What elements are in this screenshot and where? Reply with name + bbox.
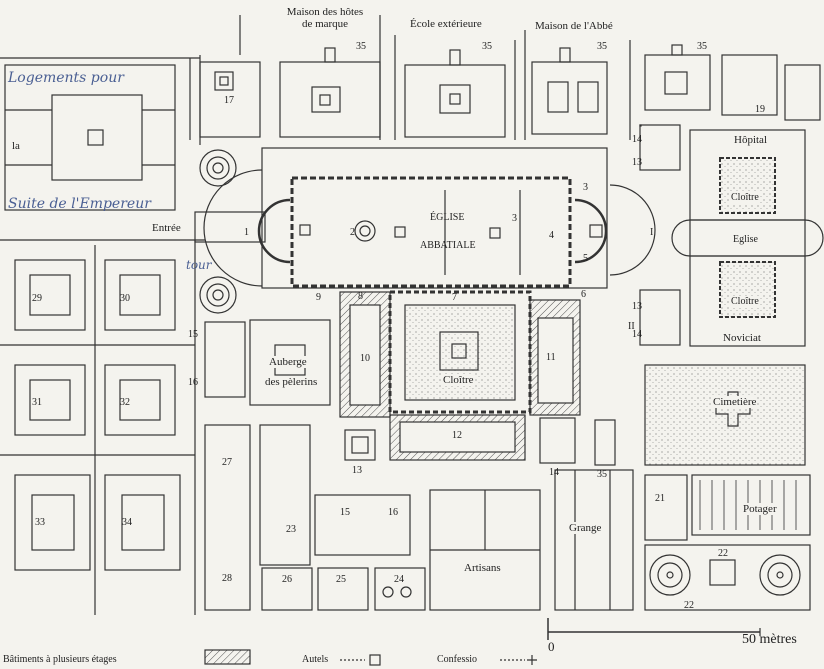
num-4: 4: [549, 230, 554, 241]
num-14: 14: [632, 134, 642, 145]
num-15: 15: [340, 507, 350, 518]
scale-fifty: 50 mètres: [742, 632, 797, 647]
num-13: 13: [632, 157, 642, 168]
label-maison-hotes: Maison des hôtes de marque: [286, 6, 364, 30]
num-5: 5: [583, 253, 588, 264]
num-34: 34: [122, 517, 132, 528]
num-35: 35: [697, 41, 707, 52]
label-ecole: École extérieure: [410, 18, 482, 30]
label-cloitre-main: Cloître: [442, 374, 475, 386]
label-cloitre-hopital: Cloître: [730, 192, 760, 204]
num-16: 16: [188, 377, 198, 388]
num-2: 2: [350, 227, 355, 238]
num-35: 35: [597, 469, 607, 480]
num-35: 35: [597, 41, 607, 52]
num-26: 26: [282, 574, 292, 585]
num-33: 33: [35, 517, 45, 528]
num-1: 1: [244, 227, 249, 238]
label-tour: tour: [186, 258, 212, 272]
label-potager: Potager: [742, 503, 778, 515]
num-22: 22: [718, 548, 728, 559]
num-21: 21: [655, 493, 665, 504]
label-eglise-east: Eglise: [732, 234, 759, 246]
scale-zero: 0: [548, 639, 555, 654]
num-35: 35: [482, 41, 492, 52]
num-24: 24: [394, 574, 404, 585]
num-23: 23: [286, 524, 296, 535]
num-14: 14: [632, 329, 642, 340]
label-entree: Entrée: [152, 222, 181, 234]
label-la: la: [12, 140, 20, 152]
num-9: 9: [316, 292, 321, 303]
num-13: 13: [632, 301, 642, 312]
num-12: 12: [452, 430, 462, 441]
num-10: 10: [360, 353, 370, 364]
label-hopital: Hôpital: [733, 134, 768, 146]
num-6: 6: [581, 289, 586, 300]
num-35: 35: [356, 41, 366, 52]
num-I: I: [650, 227, 654, 238]
legend-etages: Bâtiments à plusieurs étages: [3, 654, 117, 665]
num-II: II: [628, 321, 635, 332]
num-11: 11: [546, 352, 556, 363]
label-eglise-2: ABBATIALE: [420, 240, 476, 251]
num-31: 31: [32, 397, 42, 408]
num-7: 7: [452, 292, 457, 303]
label-maison-abbe: Maison de l'Abbé: [535, 20, 613, 32]
label-cloitre-noviciat: Cloître: [730, 296, 760, 308]
num-19: 19: [755, 104, 765, 115]
num-13: 13: [352, 465, 362, 476]
num-3: 3: [583, 182, 588, 193]
num-3: 3: [512, 213, 517, 224]
num-15: 15: [188, 329, 198, 340]
legend-confessio: Confessio: [437, 654, 477, 665]
label-logements-line2: Suite de l'Empereur: [8, 196, 151, 212]
num-25: 25: [336, 574, 346, 585]
num-32: 32: [120, 397, 130, 408]
label-grange: Grange: [568, 522, 603, 534]
num-28: 28: [222, 573, 232, 584]
num-16: 16: [388, 507, 398, 518]
num-14: 14: [549, 467, 559, 478]
num-29: 29: [32, 293, 42, 304]
label-auberge-1: Auberge: [268, 356, 308, 368]
legend-autels: Autels: [302, 654, 329, 665]
label-logements-line1: Logements pour: [8, 70, 124, 86]
num-27: 27: [222, 457, 232, 468]
num-8: 8: [358, 291, 363, 302]
label-artisans: Artisans: [463, 562, 502, 574]
label-cimetiere: Cimetière: [712, 396, 758, 408]
num-30: 30: [120, 293, 130, 304]
num-17: 17: [224, 95, 234, 106]
label-auberge-2: des pèlerins: [264, 376, 319, 388]
label-noviciat: Noviciat: [722, 332, 762, 344]
num-22: 22: [684, 600, 694, 611]
label-eglise-1: ÉGLISE: [430, 212, 465, 223]
